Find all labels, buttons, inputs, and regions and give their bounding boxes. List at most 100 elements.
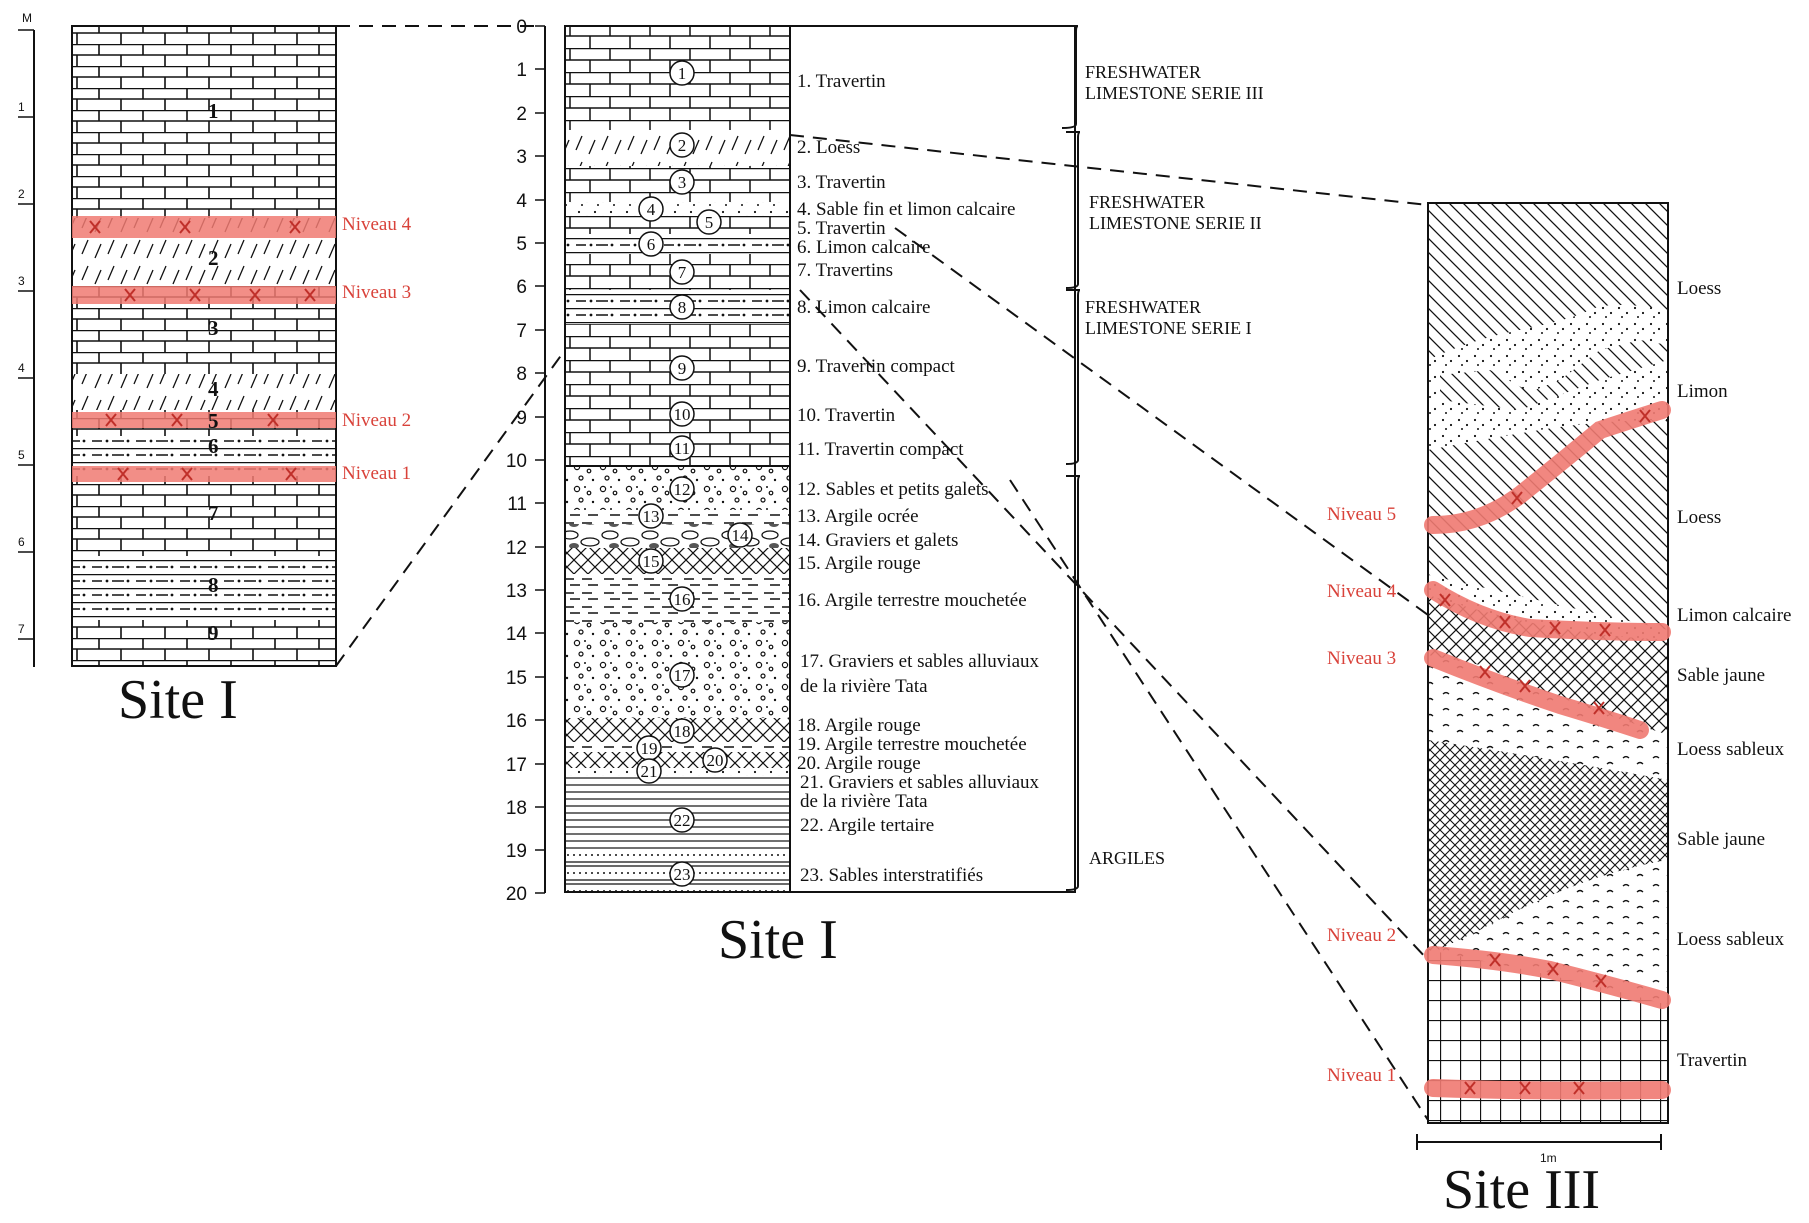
depth-tick: 7: [516, 321, 527, 342]
layer-desc: 13. Argile ocrée: [797, 506, 919, 527]
layer-desc: 14. Graviers et galets: [797, 530, 958, 551]
circle-number: 4: [647, 200, 656, 219]
scale-tick: 5: [18, 448, 25, 462]
layer-desc: 18. Argile rouge: [797, 715, 921, 736]
scale-tick: 2: [18, 187, 25, 201]
layer-desc: 1. Travertin: [797, 71, 886, 92]
depth-tick: 0: [516, 17, 527, 38]
layer-number: 9: [208, 621, 219, 645]
layer-desc: 15. Argile rouge: [797, 553, 921, 574]
layer-desc: 21. Graviers et sables alluviaux: [800, 772, 1040, 793]
layer-desc: de la rivière Tata: [800, 791, 928, 812]
main-layer-21: [565, 768, 790, 776]
circle-number: 18: [674, 722, 691, 741]
depth-tick: 15: [506, 668, 527, 689]
level-label-1: Niveau 1: [342, 463, 411, 484]
circle-number: 11: [674, 439, 690, 458]
layer-desc: de la rivière Tata: [800, 676, 928, 697]
level-band-4: [72, 216, 336, 238]
circle-number: 1: [678, 64, 687, 83]
depth-tick: 1: [516, 60, 527, 81]
site3-layer-label: Loess: [1677, 507, 1721, 528]
circle-number: 17: [674, 666, 692, 685]
circle-number: 10: [674, 405, 691, 424]
circle-number: 13: [643, 507, 660, 526]
depth-tick: 12: [506, 538, 527, 559]
circle-number: 23: [674, 865, 691, 884]
depth-tick: 18: [506, 798, 527, 819]
layer-desc: 7. Travertins: [797, 260, 893, 281]
series-label: ARGILES: [1089, 848, 1165, 868]
circle-number: 20: [707, 751, 724, 770]
depth-ticks: 0 1 2 3 4 5 6 7 8 9 10 11 12 13 14 15 16…: [506, 17, 545, 905]
main-layer-14: [565, 524, 790, 548]
depth-tick: 5: [516, 234, 527, 255]
main-layer-19: [565, 742, 790, 752]
layer-desc: 8. Limon calcaire: [797, 297, 930, 318]
site3-layer-label: Limon calcaire: [1677, 605, 1791, 626]
circle-number: 5: [705, 213, 714, 232]
left-layer-8: [72, 556, 336, 620]
layer-desc: 23. Sables interstratifiés: [800, 865, 983, 886]
main-layer-20: [565, 752, 790, 768]
circle-number: 8: [678, 298, 687, 317]
layer-number: 6: [208, 434, 219, 458]
layer-number: 1: [208, 99, 219, 123]
circle-number: 12: [674, 480, 691, 499]
depth-tick: 19: [506, 841, 527, 862]
layer-desc: 4. Sable fin et limon calcaire: [797, 199, 1015, 220]
layer-desc: 16. Argile terrestre mouchetée: [797, 590, 1027, 611]
left-scale-ticks: 1 2 3 4 5 6 7: [18, 30, 34, 639]
series-label: FRESHWATER: [1085, 297, 1201, 317]
site3-level-label-3: Niveau 3: [1327, 648, 1396, 669]
circle-number: 21: [641, 762, 658, 781]
layer-number: 8: [208, 573, 219, 597]
series-labels: FRESHWATER LIMESTONE SERIE III FRESHWATE…: [1085, 62, 1264, 868]
layer-descriptions: 1. Travertin 2. Loess 3. Travertin 4. Sa…: [797, 71, 1040, 886]
depth-tick: 2: [516, 104, 527, 125]
left-layer-9: [72, 620, 336, 666]
depth-tick: 10: [506, 451, 527, 472]
circle-number: 2: [678, 136, 687, 155]
circle-number: 15: [643, 552, 660, 571]
layer-number: 7: [208, 501, 219, 525]
layer-desc: 19. Argile terrestre mouchetée: [797, 734, 1027, 755]
circle-number: 19: [641, 739, 658, 758]
layer-number: 4: [208, 377, 219, 401]
site3-column: Niveau 5 Niveau 4 Niveau 3 Niveau 2 Nive…: [1327, 203, 1791, 1221]
series-label: FRESHWATER: [1085, 62, 1201, 82]
scale-tick: 6: [18, 535, 25, 549]
main-layer-13: [565, 510, 790, 524]
layer-number: 2: [208, 246, 219, 270]
layer-desc: 6. Limon calcaire: [797, 237, 930, 258]
circle-number: 16: [674, 590, 691, 609]
site3-layer-label: Limon: [1677, 381, 1728, 402]
circle-number: 22: [674, 811, 691, 830]
site3-layer-label: Loess sableux: [1677, 739, 1785, 760]
site3-layer-label: Sable jaune: [1677, 829, 1765, 850]
site1-left-title: Site I: [118, 669, 238, 731]
site3-layer-label: Loess: [1677, 278, 1721, 299]
site3-level-label-2: Niveau 2: [1327, 925, 1396, 946]
level-label-2: Niveau 2: [342, 410, 411, 431]
level-band-3: [72, 286, 336, 304]
level-label-3: Niveau 3: [342, 282, 411, 303]
depth-tick: 3: [516, 147, 527, 168]
circle-number: 6: [647, 235, 656, 254]
layer-desc: 11. Travertin compact: [797, 439, 964, 460]
level-label-4: Niveau 4: [342, 214, 412, 235]
layer-desc: 20. Argile rouge: [797, 753, 921, 774]
site3-level-label-4: Niveau 4: [1327, 581, 1397, 602]
circle-number: 7: [678, 263, 687, 282]
depth-tick: 13: [506, 581, 527, 602]
main-layer-6: [565, 234, 790, 254]
depth-tick: 14: [506, 624, 528, 645]
left-layer-7: [72, 476, 336, 556]
site3-layer-label: Travertin: [1677, 1050, 1748, 1071]
site3-title: Site III: [1443, 1159, 1600, 1221]
site3-level-label-1: Niveau 1: [1327, 1065, 1396, 1086]
layer-desc: 5. Travertin: [797, 218, 886, 239]
series-brackets: [1062, 26, 1080, 890]
series-label: LIMESTONE SERIE I: [1085, 318, 1252, 338]
circle-number: 14: [732, 526, 750, 545]
